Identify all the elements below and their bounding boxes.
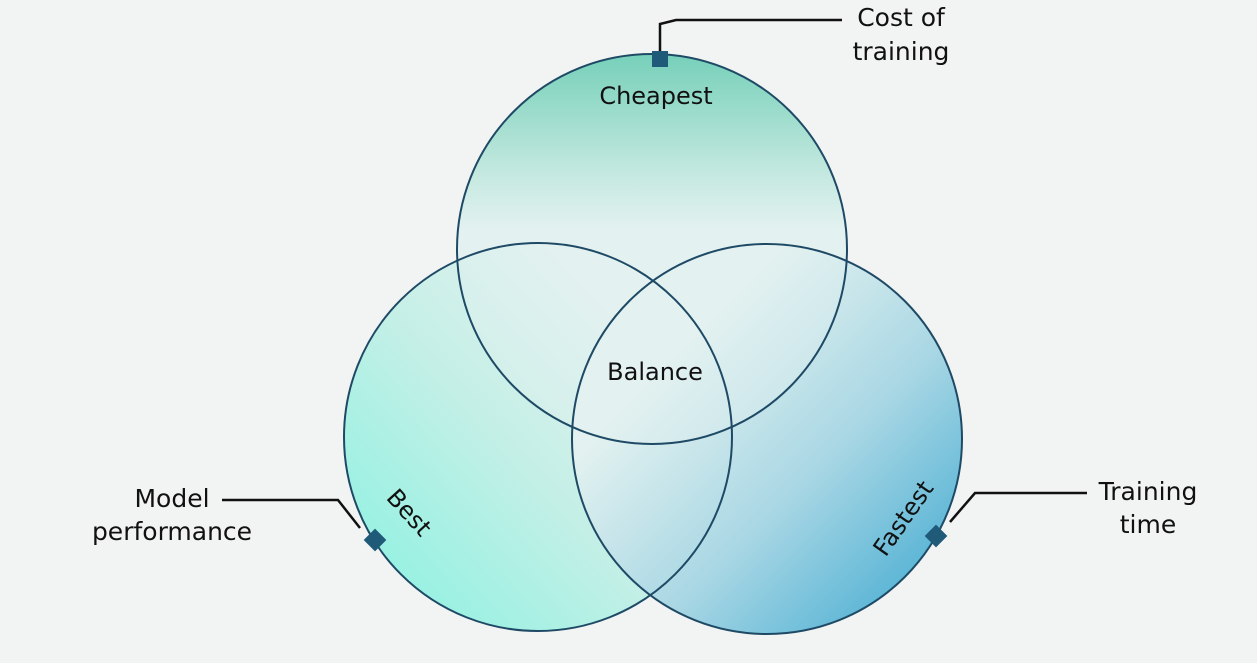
- callout-right-line1: Training: [1098, 477, 1198, 506]
- circle-outline-right: [571, 243, 963, 635]
- circle-outline-left: [343, 242, 733, 632]
- circle-outlines: [343, 53, 963, 635]
- callout-lines: [222, 18, 1087, 529]
- label-cheapest: Cheapest: [599, 82, 712, 110]
- label-balance: Balance: [607, 358, 703, 386]
- marker-left: [363, 528, 387, 552]
- callout-line-left: [222, 498, 361, 529]
- callout-top-line1: Cost of: [857, 3, 946, 32]
- callout-top-line2: training: [853, 37, 950, 66]
- overlap-wash: [457, 54, 847, 444]
- marker-top: [652, 51, 668, 67]
- callout-right-line2: time: [1120, 510, 1176, 539]
- circle-fill-right: [572, 244, 962, 634]
- callout-left-line2: performance: [92, 517, 252, 546]
- callout-line-right: [949, 491, 1087, 523]
- marker-right: [924, 524, 948, 548]
- callout-line-top: [658, 18, 842, 58]
- callout-left-line1: Model: [134, 484, 209, 513]
